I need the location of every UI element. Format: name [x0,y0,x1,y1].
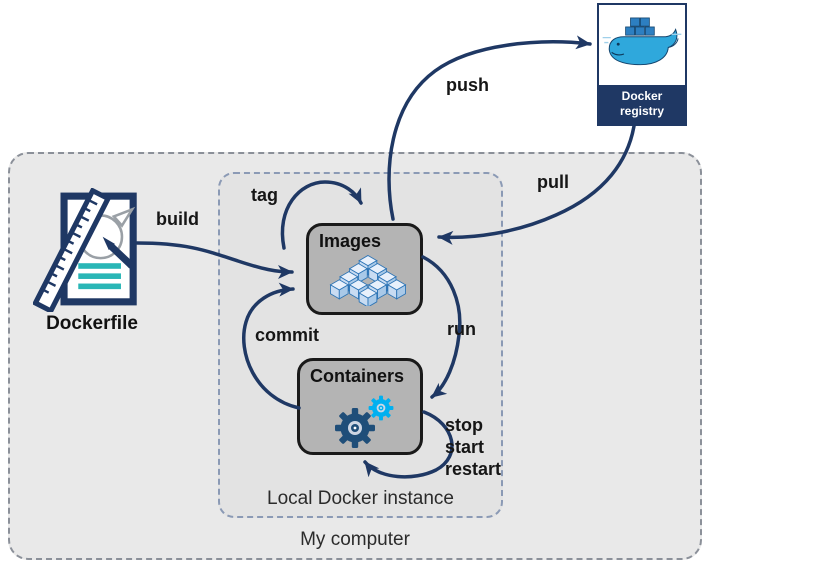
push-label: push [446,75,489,95]
containers-node: Containers [297,358,423,455]
containers-gears-icon [335,395,394,448]
commit-label: commit [255,325,320,345]
images-node: Images [306,223,423,315]
stop-start-restart-label: stop start restart [445,414,501,480]
images-cubes-icon [330,255,406,306]
build-label: build [156,209,199,229]
pull-label: pull [537,172,569,192]
run-label: run [447,319,476,339]
start-label: start [445,437,485,457]
dockerfile-icon [32,187,151,315]
ruler-graphic [32,187,112,315]
dockerfile-label: Dockerfile [46,313,138,334]
docker-registry-node: Docker registry [597,3,687,126]
docker-whale-icon [599,5,685,85]
docker-registry-label: Docker registry [599,85,685,124]
my-computer-label: My computer [300,529,410,550]
images-node-label: Images [319,231,382,251]
tag-label: tag [251,185,278,205]
stop-label: stop [445,415,483,435]
local-docker-instance-label: Local Docker instance [267,488,454,509]
containers-node-label: Containers [310,366,405,386]
restart-label: restart [445,459,502,479]
